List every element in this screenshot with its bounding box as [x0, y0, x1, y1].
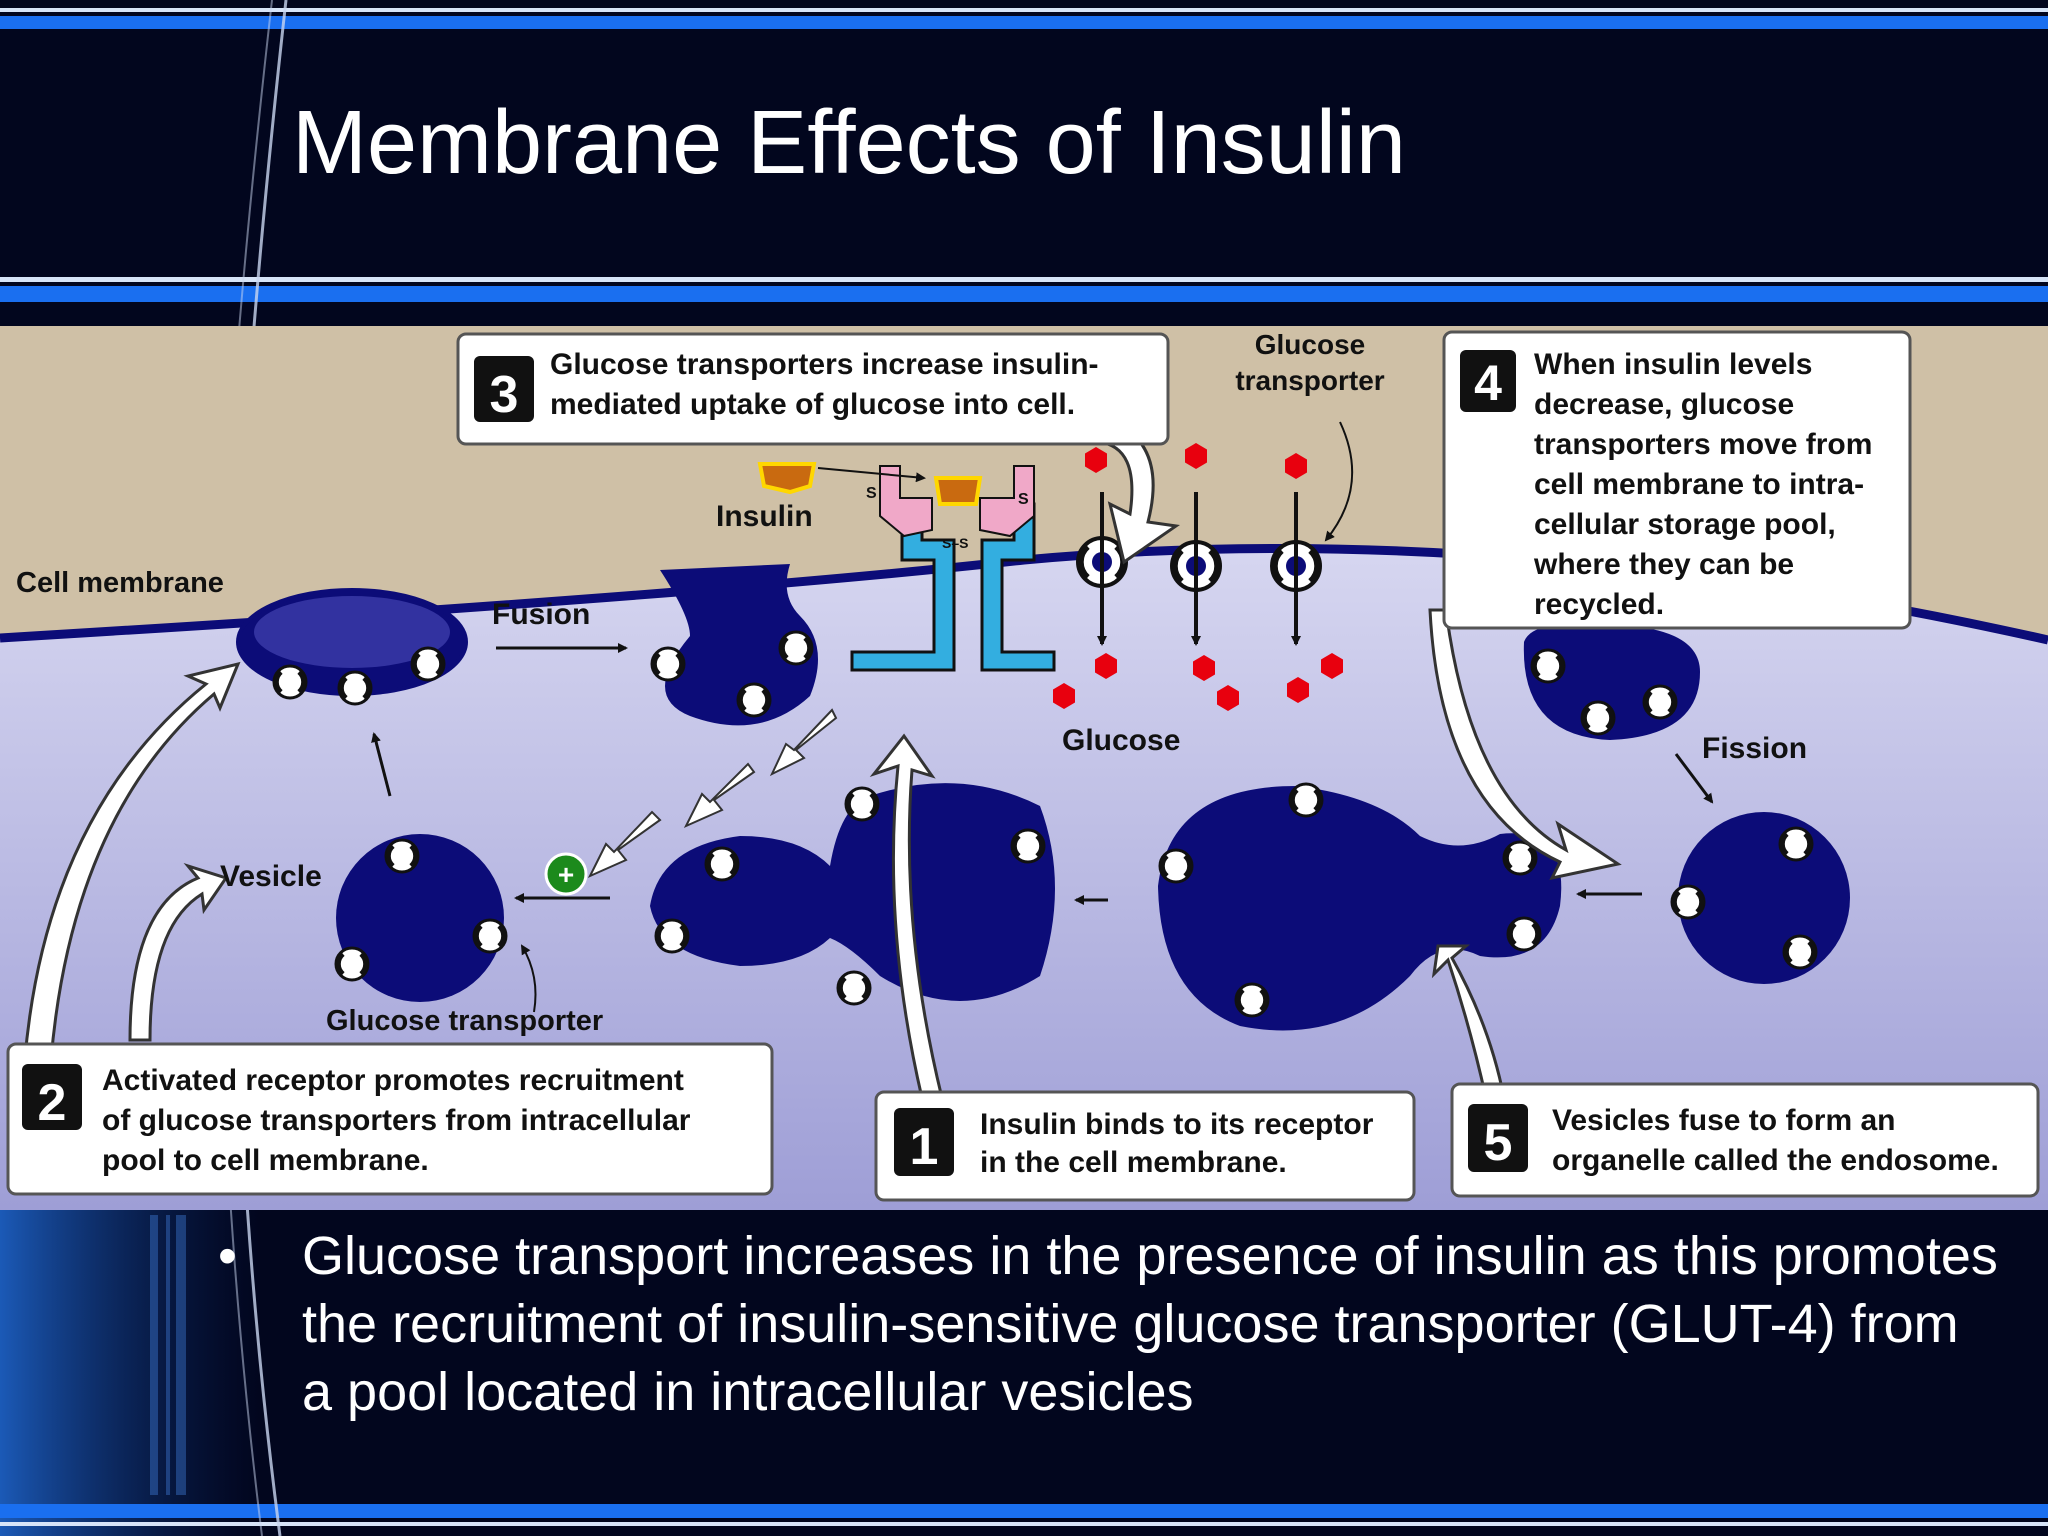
- title-line-white: [0, 277, 2048, 282]
- diagram-text: S: [866, 485, 877, 502]
- glucose-transporter-label-top-2: transporter: [1235, 365, 1384, 396]
- diagram-text: decrease, glucose: [1534, 388, 1794, 421]
- plus-circle: [544, 852, 588, 896]
- signal-arrows: [587, 708, 838, 879]
- diagram-text: 5: [1484, 1114, 1513, 1172]
- diagram-text: Glucose transporters increase insulin-: [550, 348, 1099, 381]
- vesicle-fusing-inner: [254, 596, 450, 668]
- membrane-diagram: S S S–S +: [0, 326, 2048, 1210]
- glucose-transporter-label-bottom: Glucose transporter: [326, 1005, 603, 1037]
- callout-5-pointer: [1431, 944, 1506, 1100]
- title-line-blue: [0, 286, 2048, 302]
- diagram-text: Vesicles fuse to form an: [1552, 1104, 1895, 1137]
- diagram-text: 2: [38, 1074, 67, 1132]
- diagram-text: in the cell membrane.: [980, 1146, 1287, 1179]
- glucose-transporter-pointer: [1324, 421, 1354, 542]
- diagram-text: cell membrane to intra-: [1534, 468, 1864, 501]
- diagram-text: S: [1018, 491, 1029, 508]
- callout-step-2: 2 Activated receptor promotes recruitmen…: [6, 1042, 774, 1196]
- diagram-text: pool to cell membrane.: [102, 1144, 429, 1177]
- bottom-line-blue: [0, 1504, 2048, 1518]
- vesicle-fused-membrane: [660, 564, 818, 726]
- top-line-white: [0, 8, 2048, 12]
- insulin-molecule: [757, 462, 817, 495]
- bullet-marker: •: [218, 1226, 237, 1286]
- diagram-text: S–S: [942, 535, 968, 551]
- fusion-label: Fusion: [492, 598, 590, 631]
- diagram-text: organelle called the endosome.: [1552, 1144, 1999, 1177]
- diagram-text: of glucose transporters from intracellul…: [102, 1104, 691, 1137]
- diagram-text: Insulin binds to its receptor: [980, 1108, 1374, 1141]
- diagram-text: When insulin levels: [1534, 348, 1812, 381]
- insulin-label: Insulin: [716, 500, 813, 533]
- slide-title: Membrane Effects of Insulin: [292, 93, 1406, 193]
- callout-4-pointer: [1428, 608, 1622, 881]
- diagram-text: 3: [490, 366, 519, 424]
- diagram-text: mediated uptake of glucose into cell.: [550, 388, 1075, 421]
- insulin-receptor: S S S–S: [850, 465, 1056, 672]
- diagram-text: Activated receptor promotes recruitment: [102, 1064, 684, 1097]
- callout-2-pointer-vesicle: [128, 863, 229, 1042]
- callout-step-1: 1 Insulin binds to its receptor in the c…: [874, 1090, 1416, 1202]
- glucose-flow-arrows: [1097, 492, 1301, 646]
- top-line-blue: [0, 16, 2048, 29]
- insulin-arrow: [817, 467, 926, 483]
- callout-step-4: 4 When insulin levels decrease, glucose …: [1442, 330, 1912, 630]
- endosome-right: [1158, 786, 1562, 1031]
- diagram-text: cellular storage pool,: [1534, 508, 1836, 541]
- bottom-line-white: [0, 1522, 2048, 1526]
- diagram-text: recycled.: [1534, 588, 1664, 621]
- vesicle-label: Vesicle: [220, 860, 322, 893]
- plus-sign: +: [558, 859, 574, 890]
- callout-step-3: 3 Glucose transporters increase insulin-…: [456, 332, 1170, 446]
- glucose-transporter-label-top-1: Glucose: [1255, 329, 1365, 360]
- cell-membrane-label: Cell membrane: [16, 567, 224, 599]
- diagram-text: 4: [1474, 355, 1502, 411]
- bullet-text: Glucose transport increases in the prese…: [302, 1226, 1998, 1422]
- fission-arrow: [1674, 753, 1714, 804]
- diagram-text: 1: [910, 1118, 939, 1176]
- glucose-transporter-bottom-pointer: [520, 944, 537, 1013]
- glucose-label: Glucose: [1062, 724, 1180, 757]
- callout-1-pointer: [869, 733, 944, 1100]
- bottom-left-glow: [0, 1205, 260, 1536]
- decor-stripes: [150, 1215, 186, 1495]
- diagram-text: transporters move from: [1534, 428, 1872, 461]
- callout-step-5: 5 Vesicles fuse to form an organelle cal…: [1450, 1082, 2040, 1198]
- fission-label: Fission: [1702, 732, 1807, 765]
- vesicle: [336, 834, 504, 1002]
- vesicle-up-arrow: [371, 732, 392, 797]
- diagram-text: where they can be: [1533, 548, 1794, 581]
- endosome-middle: [650, 783, 1055, 1001]
